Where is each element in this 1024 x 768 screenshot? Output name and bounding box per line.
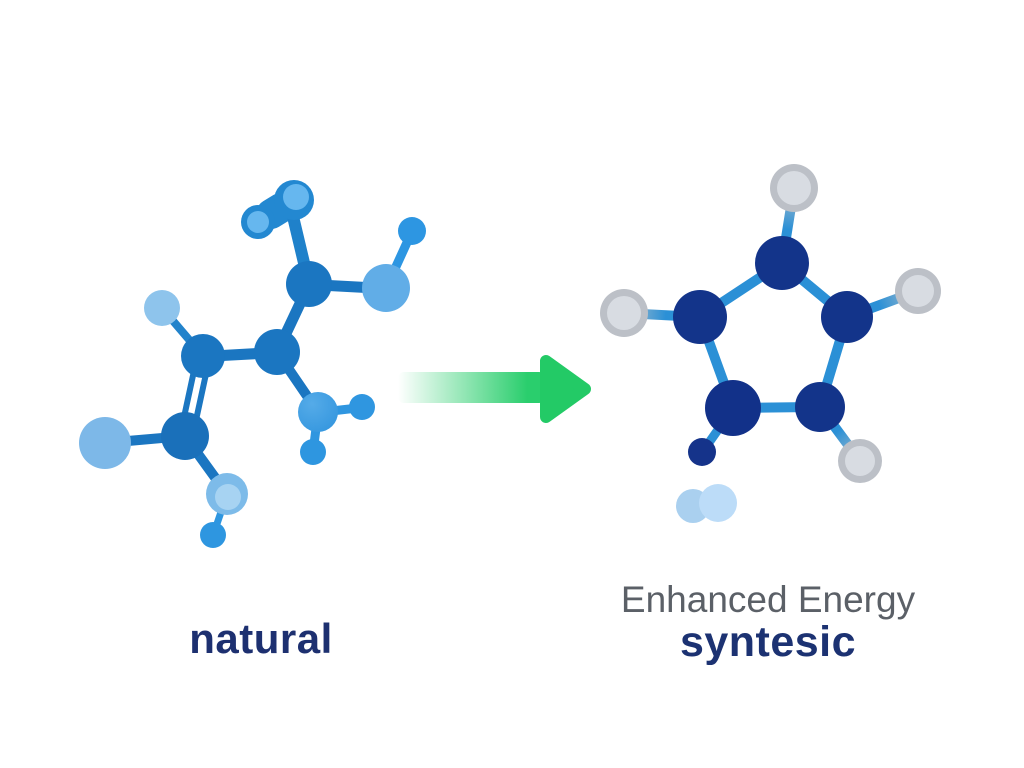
carbon-atom (755, 236, 809, 290)
atom-highlight (845, 446, 875, 476)
carbon-atom (673, 290, 727, 344)
natural-label: natural (189, 615, 333, 662)
carbon-atom (705, 380, 761, 436)
right-label-group: Enhanced Energy syntesic (568, 579, 968, 666)
arrow-head-icon (540, 355, 591, 423)
faded-atom (699, 484, 737, 522)
hydrogen-atom (79, 417, 131, 469)
carbon-atom (181, 334, 225, 378)
carbon-atom (254, 329, 300, 375)
carbon-atom (821, 291, 873, 343)
carbon-atom (161, 412, 209, 460)
carbon-atom (795, 382, 845, 432)
atom-highlight (283, 184, 309, 210)
syntesic-label: syntesic (679, 617, 857, 666)
atom-highlight (777, 171, 811, 205)
atom-highlight (247, 211, 269, 233)
hydrogen-atom (200, 522, 226, 548)
carbon-atom (688, 438, 716, 466)
carbon-atom (286, 261, 332, 307)
hydrogen-atom (144, 290, 180, 326)
atom-highlight (607, 296, 641, 330)
hydrogen-atom (398, 217, 426, 245)
arrow-shaft (398, 372, 545, 403)
hydrogen-atom (300, 439, 326, 465)
hydrogen-atom (362, 264, 410, 312)
atom-highlight (215, 484, 241, 510)
atom-highlight (902, 275, 934, 307)
enhanced-energy-label: Enhanced Energy (620, 579, 916, 620)
amine-atom (298, 392, 338, 432)
hydrogen-atom (349, 394, 375, 420)
